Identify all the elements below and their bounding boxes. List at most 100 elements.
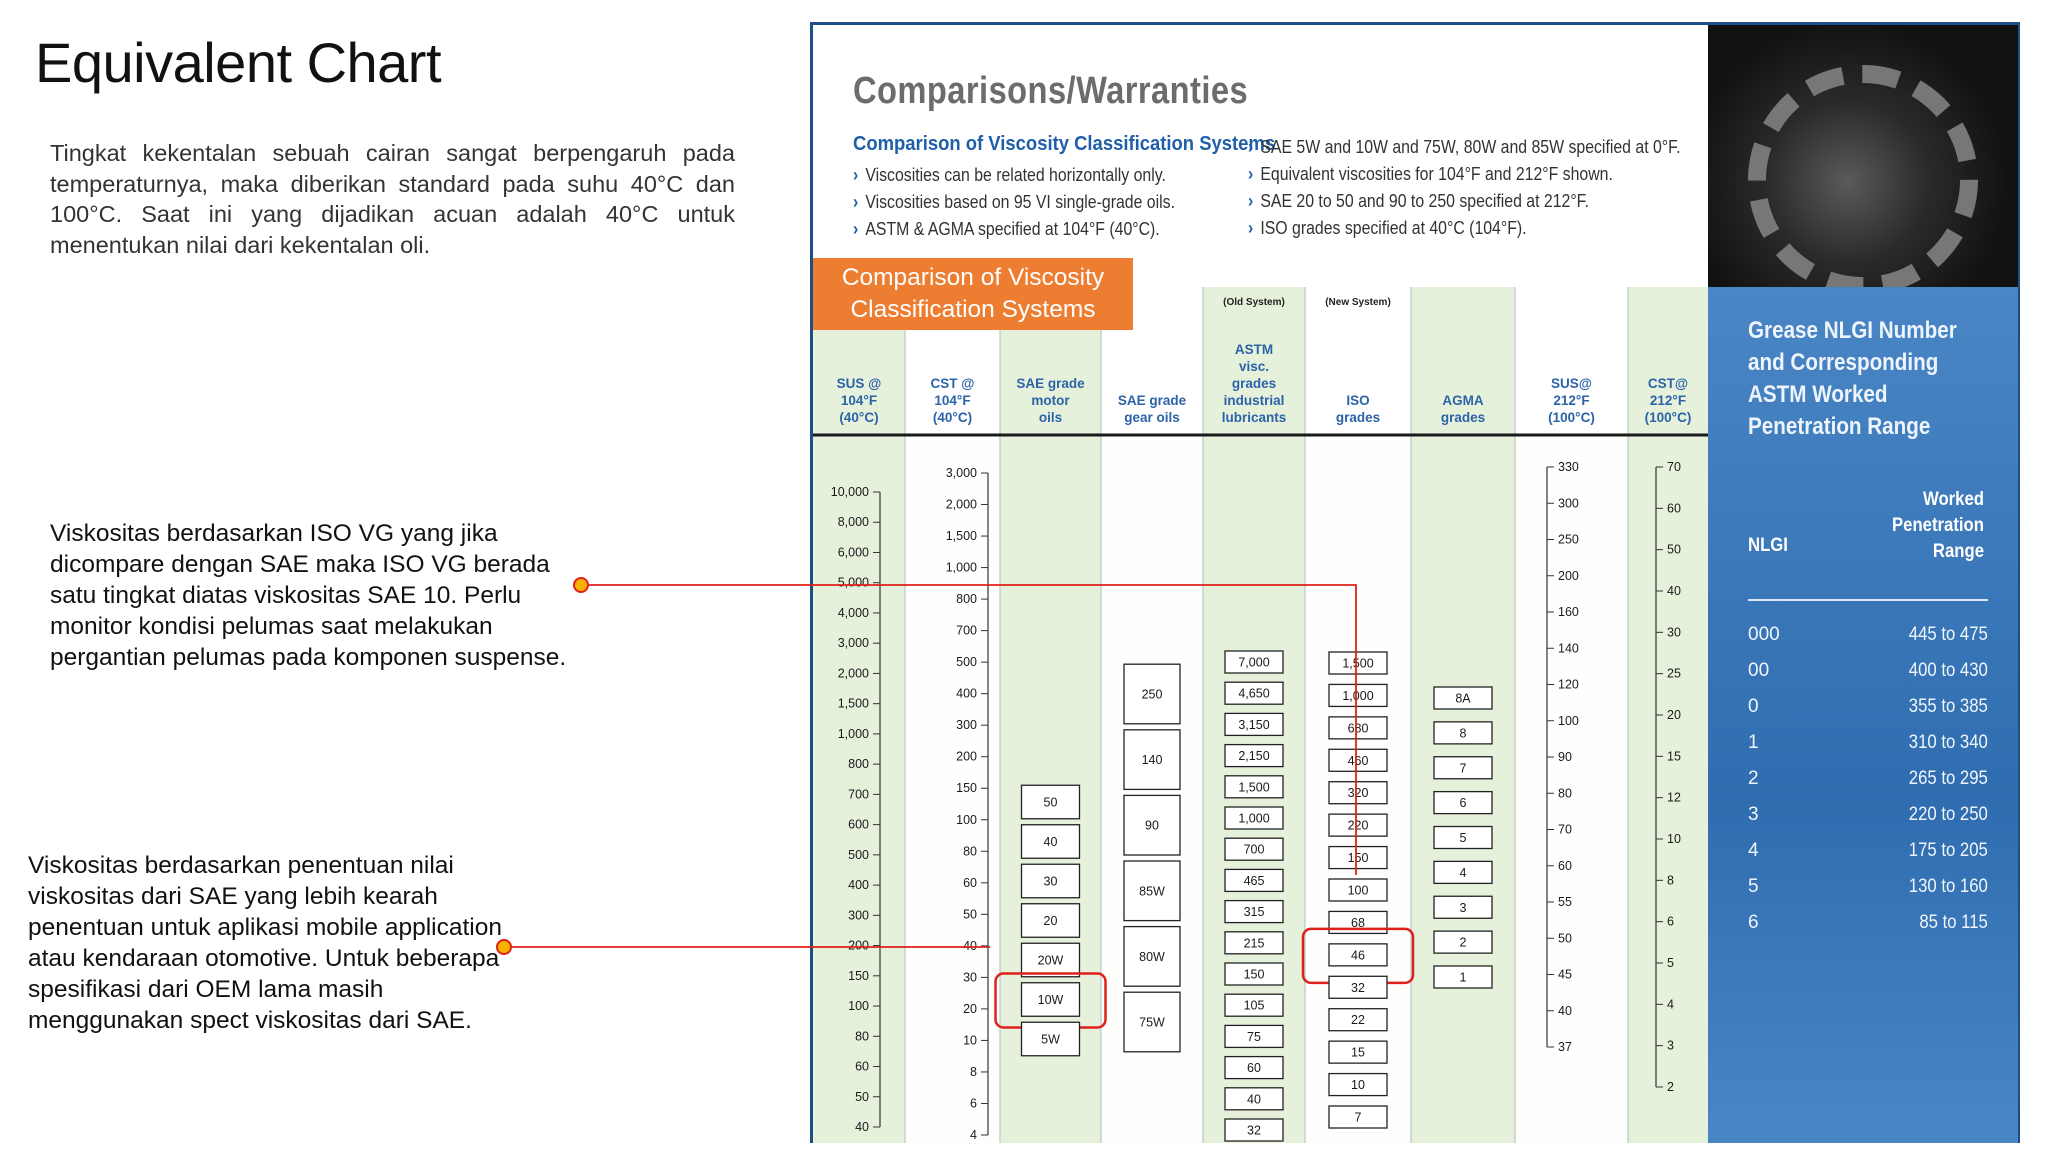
grade-label-astm: 700: [1244, 843, 1265, 857]
grade-label-sae_gear: 85W: [1139, 884, 1165, 898]
scale-label-cst104: 800: [956, 592, 977, 606]
nlgi-head-nlgi: NLGI: [1748, 535, 1788, 556]
grade-label-sae_motor: 50: [1044, 796, 1058, 810]
scale-label-sus212: 200: [1558, 569, 1579, 583]
grade-label-astm: 105: [1244, 999, 1265, 1013]
scale-label-cst212: 20: [1667, 708, 1681, 722]
grade-label-astm: 7,000: [1238, 656, 1269, 670]
sprocket-icon: [1748, 65, 1978, 295]
scale-label-sus104: 2,000: [838, 666, 869, 680]
grade-box-sae_motor: [1020, 903, 1081, 938]
grade-box-agma: [1433, 721, 1493, 745]
scale-label-sus104: 10,000: [831, 485, 869, 499]
nlgi-range: 445 to 475: [1908, 624, 1988, 645]
nlgi-number: 6: [1748, 912, 1759, 933]
bullet-right-3: SAE 20 to 50 and 90 to 250 specified at …: [1248, 191, 1589, 212]
nlgi-range: 310 to 340: [1908, 732, 1988, 753]
grade-box-astm: [1224, 1087, 1284, 1111]
scale-label-sus104: 500: [848, 848, 869, 862]
grade-box-sae_gear: [1123, 925, 1181, 987]
column-header-sus212: SUS@: [1551, 376, 1592, 391]
scale-label-cst104: 1,000: [946, 561, 977, 575]
scale-label-sus212: 50: [1558, 931, 1572, 945]
grade-box-agma: [1433, 930, 1493, 954]
column-band: [1628, 287, 1708, 1143]
grade-label-iso: 460: [1348, 754, 1369, 768]
grade-box-iso: [1328, 1072, 1388, 1097]
scale-label-cst212: 70: [1667, 460, 1681, 474]
nlgi-range: 220 to 250: [1908, 804, 1988, 825]
nlgi-row: 1 310 to 340: [1748, 732, 1988, 762]
chart-subtitle: Comparison of Viscosity Classification S…: [853, 132, 1276, 155]
grade-label-astm: 1,500: [1238, 780, 1269, 794]
scale-label-cst212: 60: [1667, 501, 1681, 515]
scale-label-cst212: 6: [1667, 915, 1674, 929]
scale-label-sus212: 70: [1558, 823, 1572, 837]
column-header-astm: industrial: [1224, 393, 1285, 408]
scale-label-cst104: 100: [956, 813, 977, 827]
nlgi-panel: Grease NLGI Number and Corresponding AST…: [1708, 287, 2018, 1143]
column-header-sus104: SUS @: [837, 376, 882, 391]
scale-label-sus104: 50: [855, 1090, 869, 1104]
scale-label-cst104: 50: [963, 907, 977, 921]
scale-label-cst104: 700: [956, 624, 977, 638]
nlgi-number: 2: [1748, 768, 1759, 789]
grade-box-agma: [1433, 790, 1493, 815]
scale-label-cst104: 40: [963, 939, 977, 953]
grade-label-sae_motor: 20: [1044, 914, 1058, 928]
column-header-sus212: (100°C): [1548, 410, 1595, 425]
grade-label-agma: 8: [1460, 726, 1467, 740]
grade-box-iso: [1328, 1105, 1388, 1129]
grade-box-agma: [1433, 965, 1493, 989]
scale-label-cst104: 80: [963, 844, 977, 858]
grade-label-iso: 15: [1351, 1046, 1365, 1060]
scale-label-sus104: 300: [848, 908, 869, 922]
viscosity-chart-image: Comparisons/Warranties Comparison of Vis…: [810, 22, 2020, 1143]
column-header-sae_gear: SAE grade: [1118, 393, 1187, 408]
scale-label-sus212: 250: [1558, 533, 1579, 547]
scale-label-sus212: 140: [1558, 641, 1579, 655]
bullet-left-2: Viscosities based on 95 VI single-grade …: [853, 192, 1175, 213]
grade-label-astm: 40: [1247, 1092, 1261, 1106]
grade-label-astm: 32: [1247, 1124, 1261, 1138]
column-header-astm: visc.: [1239, 359, 1269, 374]
column-header-sus104: 104°F: [841, 393, 877, 408]
scale-label-sus104: 600: [848, 818, 869, 832]
scale-label-sus104: 8,000: [838, 515, 869, 529]
scale-label-cst104: 2,000: [946, 498, 977, 512]
grade-box-agma: [1433, 686, 1493, 710]
scale-label-sus212: 300: [1558, 496, 1579, 510]
grade-box-sae_motor: [1020, 942, 1081, 978]
scale-label-sus104: 60: [855, 1060, 869, 1074]
bullet-right-2: Equivalent viscosities for 104°F and 212…: [1248, 164, 1613, 185]
scale-label-sus104: 40: [855, 1120, 869, 1134]
nlgi-range: 355 to 385: [1908, 696, 1988, 717]
column-header-iso: grades: [1336, 410, 1380, 425]
column-header-sae_motor: SAE grade: [1016, 376, 1085, 391]
grade-label-sae_motor: 30: [1044, 875, 1058, 889]
grade-label-iso: 7: [1355, 1111, 1362, 1125]
column-header-cst104: (40°C): [933, 410, 972, 425]
grade-label-iso: 32: [1351, 981, 1365, 995]
column-header-sae_gear: gear oils: [1124, 410, 1180, 425]
scale-label-sus212: 80: [1558, 786, 1572, 800]
bike-chain-photo: [1708, 25, 2018, 295]
grade-label-sae_motor: 40: [1044, 835, 1058, 849]
grade-label-iso: 68: [1351, 916, 1365, 930]
note-iso-vg: Viskositas berdasarkan ISO VG yang jika …: [50, 520, 567, 671]
scale-label-cst104: 4: [970, 1128, 977, 1142]
grade-box-iso: [1328, 975, 1388, 999]
grade-box-iso: [1328, 878, 1388, 902]
nlgi-range: 85 to 115: [1919, 912, 1988, 933]
nlgi-number: 1: [1748, 732, 1759, 753]
scale-label-cst212: 5: [1667, 956, 1674, 970]
grade-label-sae_motor: 5W: [1041, 1033, 1060, 1047]
grade-label-astm: 150: [1244, 968, 1265, 982]
nlgi-range: 400 to 430: [1908, 660, 1988, 681]
grade-label-iso: 320: [1348, 786, 1369, 800]
scale-label-cst104: 200: [956, 750, 977, 764]
scale-label-cst104: 10: [963, 1033, 977, 1047]
scale-label-cst104: 20: [963, 1002, 977, 1016]
